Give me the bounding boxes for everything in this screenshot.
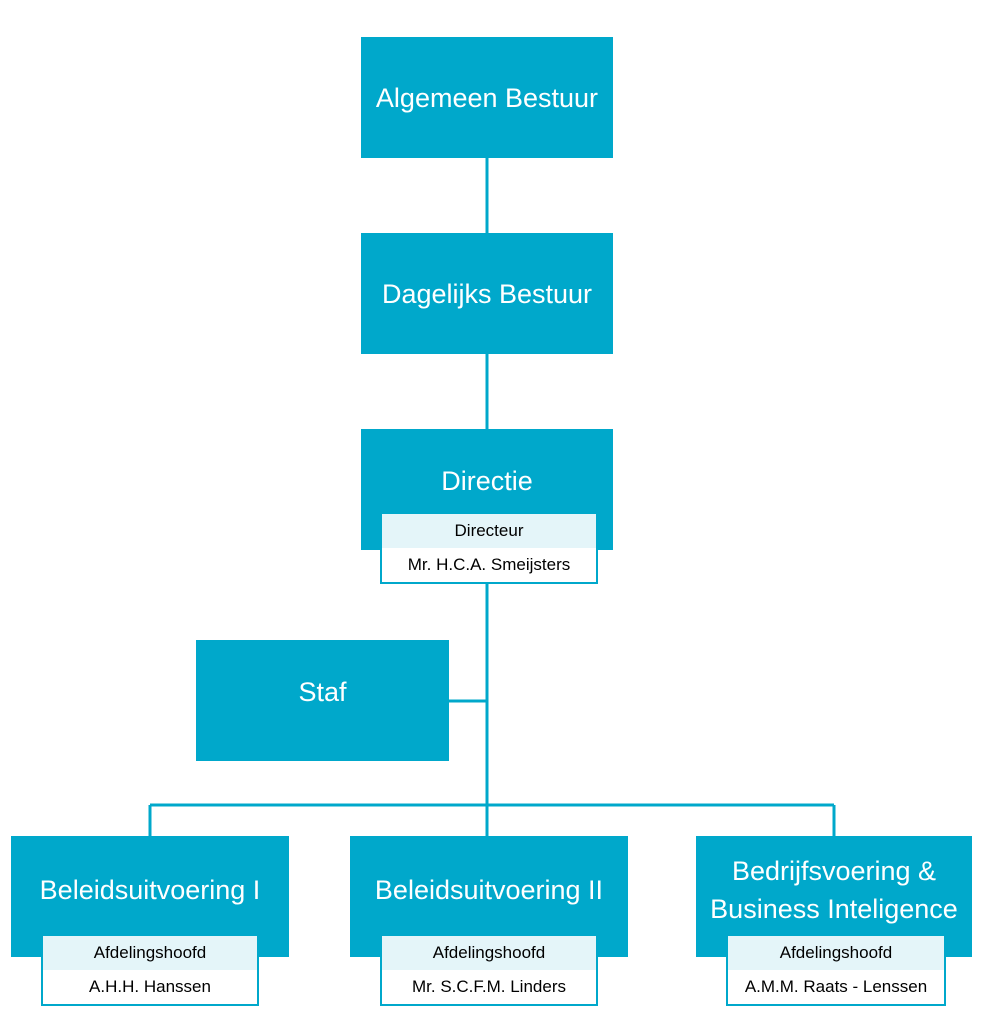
role-title: Afdelingshoofd: [728, 936, 944, 970]
node-algemeen-bestuur: Algemeen Bestuur: [361, 37, 613, 158]
role-title: Afdelingshoofd: [43, 936, 257, 970]
role-box-beleidsuitvoering-1: Afdelingshoofd A.H.H. Hanssen: [41, 934, 259, 1006]
node-label: Dagelijks Bestuur: [381, 278, 593, 309]
node-label: Beleidsuitvoering I: [39, 875, 261, 905]
node-label: Beleidsuitvoering II: [374, 875, 604, 905]
role-box-beleidsuitvoering-2: Afdelingshoofd Mr. S.C.F.M. Linders: [380, 934, 598, 1006]
node-label: Algemeen Bestuur: [375, 82, 599, 113]
node-dagelijks-bestuur: Dagelijks Bestuur: [361, 233, 613, 354]
role-name: A.M.M. Raats - Lenssen: [728, 970, 944, 1004]
role-title: Directeur: [382, 514, 596, 548]
node-staf: Staf: [196, 640, 449, 761]
role-name: A.H.H. Hanssen: [43, 970, 257, 1004]
node-label: Bedrijfsvoering & Business Inteligence: [710, 856, 958, 924]
node-label: Directie: [441, 466, 533, 496]
role-box-directie: Directeur Mr. H.C.A. Smeijsters: [380, 512, 598, 584]
role-name: Mr. H.C.A. Smeijsters: [382, 548, 596, 582]
role-name: Mr. S.C.F.M. Linders: [382, 970, 596, 1004]
node-label: Staf: [298, 677, 347, 707]
role-title: Afdelingshoofd: [382, 936, 596, 970]
role-box-bedrijfsvoering: Afdelingshoofd A.M.M. Raats - Lenssen: [726, 934, 946, 1006]
